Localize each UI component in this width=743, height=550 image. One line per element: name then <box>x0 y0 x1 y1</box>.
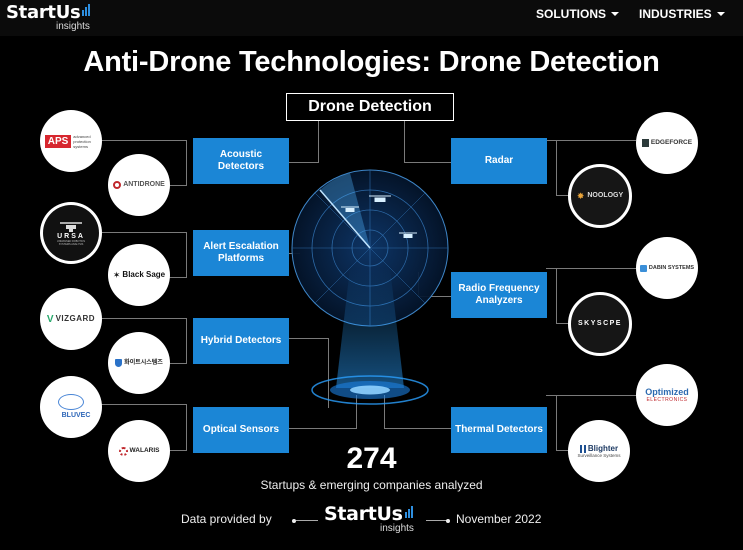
footer-brand-sub: insights <box>380 523 414 534</box>
logo-ursa-name: URSA <box>57 232 85 240</box>
category-acoustic-detectors[interactable]: Acoustic Detectors <box>193 138 289 184</box>
logo-ursa-tag: UNMANNED ROBOTICS SYSTEMS ANALYSIS <box>56 239 86 246</box>
footer-dot <box>292 519 296 523</box>
brand-bars-icon <box>404 505 414 523</box>
logo-optimized-tag: ELECTRONICS <box>646 397 688 403</box>
nav-industries[interactable]: INDUSTRIES <box>639 7 725 21</box>
logo-aps-name: APS <box>44 134 72 148</box>
category-optical-sensors[interactable]: Optical Sensors <box>193 407 289 453</box>
logo-korean-name: 화이트시스템즈 <box>124 360 163 366</box>
logo-walaris[interactable]: WALARIS <box>108 420 170 482</box>
bars-icon <box>579 444 586 453</box>
startup-count: 274 <box>346 442 397 475</box>
drone-icon <box>60 221 82 232</box>
logo-optimized-electronics[interactable]: Optimized ELECTRONICS <box>636 364 698 426</box>
footer-brand-name: StartUs <box>324 503 403 525</box>
footer-dot <box>446 519 450 523</box>
brand-bars-icon <box>82 3 91 21</box>
brand-name: StartUs <box>6 2 81 23</box>
category-hybrid-detectors[interactable]: Hybrid Detectors <box>193 318 289 364</box>
logo-skyscape[interactable]: SKYSCPE <box>568 292 632 356</box>
footer: Data provided by StartUs insights Novemb… <box>0 503 743 535</box>
footer-date: November 2022 <box>456 512 542 526</box>
logo-vizgard-name: VIZGARD <box>55 314 96 323</box>
star-icon: ✶ <box>112 269 121 280</box>
startup-count-caption: Startups & emerging companies analyzed <box>260 478 483 492</box>
target-icon <box>113 181 122 189</box>
center-label: Drone Detection <box>286 93 454 121</box>
logo-ursa[interactable]: URSA UNMANNED ROBOTICS SYSTEMS ANALYSIS <box>40 202 102 264</box>
logo-korean-company[interactable]: 화이트시스템즈 <box>108 332 170 394</box>
chevron-down-icon <box>611 12 620 16</box>
logo-antidrone[interactable]: ANTIDRONE <box>108 154 170 216</box>
category-radar[interactable]: Radar <box>451 138 547 184</box>
logo-vizgard[interactable]: V VIZGARD <box>40 288 102 350</box>
logo-blighter-tag: Surveillance Systems <box>577 453 621 458</box>
spark-icon: ✸ <box>576 190 585 201</box>
logo-optimized-name: Optimized <box>645 387 689 397</box>
logo-walaris-name: WALARIS <box>129 447 160 454</box>
logo-bluvec[interactable]: BLUVEC <box>40 376 102 438</box>
logo-blighter[interactable]: Blighter Surveillance Systems <box>568 420 630 482</box>
chevron-down-icon <box>716 12 725 16</box>
nav-solutions[interactable]: SOLUTIONS <box>536 7 620 21</box>
category-thermal-detectors[interactable]: Thermal Detectors <box>451 407 547 453</box>
radar-illustration <box>291 169 449 405</box>
footer-brand-logo[interactable]: StartUs insights <box>324 503 414 534</box>
brand-sub: insights <box>56 21 90 32</box>
grid-mark-icon <box>639 264 647 272</box>
logo-skyscape-name: SKYSCPE <box>578 320 622 327</box>
logo-antidrone-name: ANTIDRONE <box>123 181 165 188</box>
nav-solutions-label: SOLUTIONS <box>536 7 607 21</box>
shield-icon <box>115 359 123 367</box>
logo-noology-name: NOOLOGY <box>587 192 624 199</box>
category-radio-frequency-analyzers[interactable]: Radio Frequency Analyzers <box>451 272 547 318</box>
page-title: Anti-Drone Technologies: Drone Detection <box>83 46 660 78</box>
logo-blighter-name: Blighter <box>587 444 619 453</box>
footer-provided-by: Data provided by <box>181 512 272 526</box>
shield-icon <box>641 139 649 147</box>
logo-bluvec-name: BLUVEC <box>61 411 91 419</box>
brand-logo[interactable]: StartUs insights <box>6 2 91 32</box>
footer-divider <box>426 520 448 521</box>
logo-aps-tag: advanced protection systems <box>73 133 91 149</box>
logo-edgeforce-name: EDGEFORCE <box>650 139 693 146</box>
cloud-outline-icon <box>58 393 84 410</box>
logo-edgeforce[interactable]: EDGEFORCE <box>636 112 698 174</box>
logo-black-sage-name: Black Sage <box>122 270 166 279</box>
logo-dabin-systems[interactable]: DABIN SYSTEMS <box>636 237 698 299</box>
v-mark-icon: V <box>46 313 54 325</box>
logo-aps[interactable]: APS advanced protection systems <box>40 110 102 172</box>
logo-black-sage[interactable]: ✶ Black Sage <box>108 244 170 306</box>
top-bar: StartUs insights SOLUTIONS INDUSTRIES <box>0 0 743 36</box>
category-alert-escalation-platforms[interactable]: Alert Escalation Platforms <box>193 230 289 276</box>
logo-dabin-name: DABIN SYSTEMS <box>648 265 695 271</box>
nav-industries-label: INDUSTRIES <box>639 7 712 21</box>
dotted-circle-icon <box>118 446 128 456</box>
logo-noology[interactable]: ✸ NOOLOGY <box>568 164 632 228</box>
footer-divider <box>296 520 318 521</box>
